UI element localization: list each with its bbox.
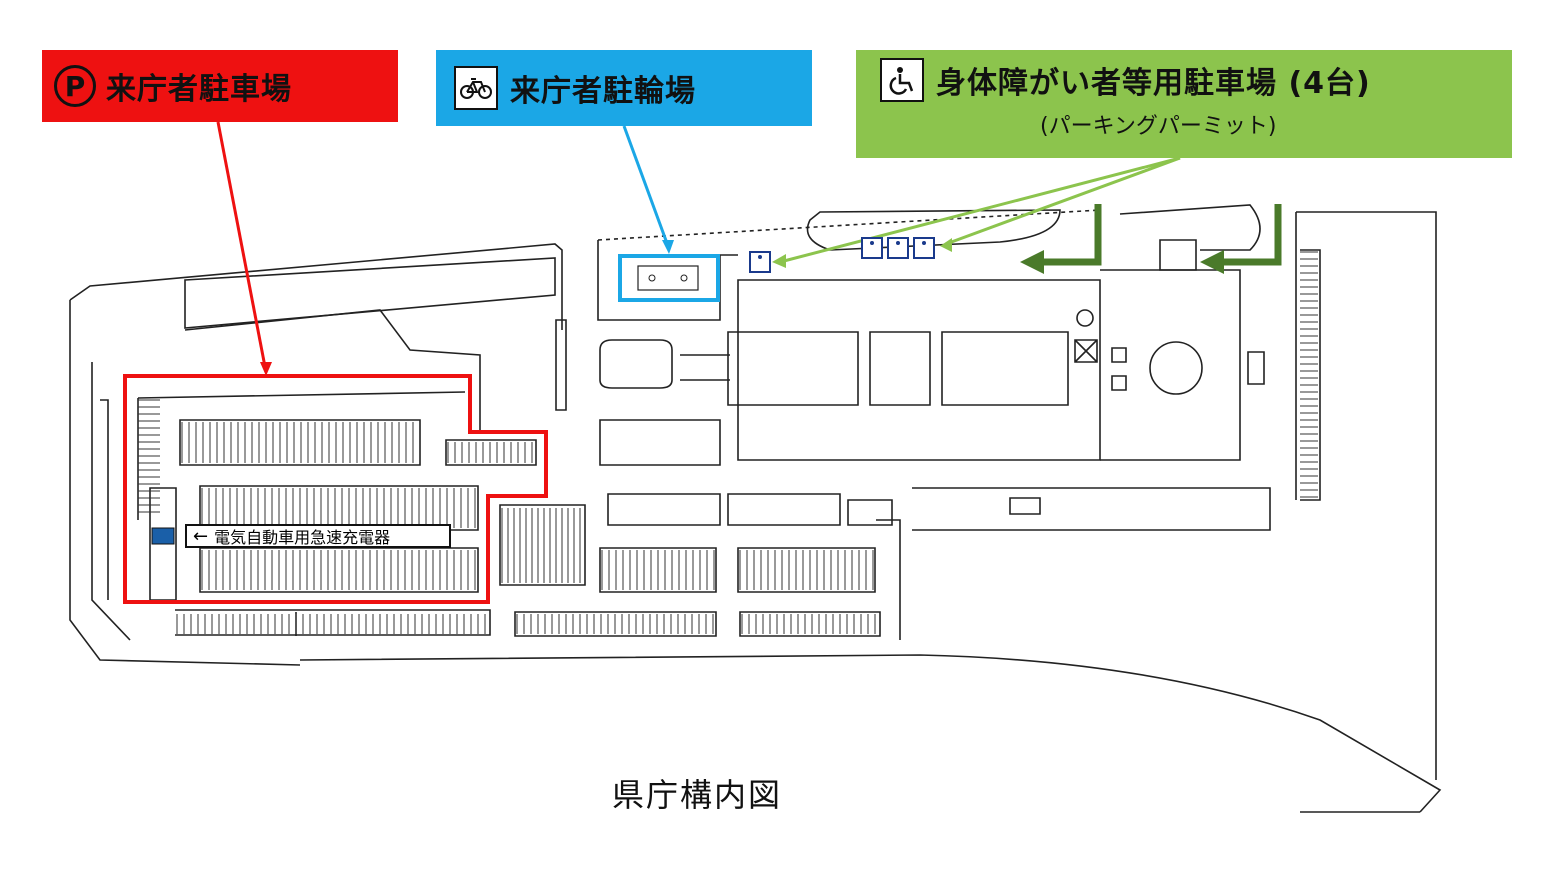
arrow-left-icon bbox=[1220, 204, 1282, 266]
visitor-parking-label: 来庁者駐車場 bbox=[106, 72, 292, 107]
map-title: 県庁構内図 bbox=[612, 776, 783, 814]
wheelchair-icon bbox=[880, 58, 924, 102]
arrow-left-icon: ← bbox=[193, 525, 209, 547]
accessible-parking-markers bbox=[749, 237, 935, 273]
arrow-left-icon bbox=[1040, 204, 1102, 266]
bicycle-parking-area bbox=[618, 254, 720, 302]
accessible-parking-sublabel: (パーキングパーミット) bbox=[1040, 114, 1277, 139]
bicycle-icon bbox=[454, 66, 498, 110]
bicycle-parking-pointer bbox=[622, 125, 670, 247]
arrowhead-blue bbox=[662, 240, 674, 254]
accessible-parking-legend: 身体障がい者等用駐車場 (4台) (パーキングパーミット) bbox=[856, 50, 1512, 158]
ev-charger-marker bbox=[151, 527, 175, 545]
ev-charger-text: 電気自動車用急速充電器 bbox=[214, 528, 391, 547]
parking-stalls bbox=[138, 251, 1318, 634]
bicycle-parking-label: 来庁者駐輪場 bbox=[510, 74, 696, 109]
visitor-parking-pointer bbox=[216, 121, 268, 373]
arrowhead-red bbox=[260, 362, 272, 376]
accessible-parking-label: 身体障がい者等用駐車場 (4台) bbox=[936, 66, 1371, 101]
ev-charger-label: ← 電気自動車用急速充電器 bbox=[185, 524, 451, 548]
parking-icon: P bbox=[54, 65, 96, 107]
visitor-parking-area bbox=[123, 374, 548, 604]
bicycle-parking-legend: 来庁者駐輪場 bbox=[436, 50, 812, 126]
visitor-parking-legend: P 来庁者駐車場 bbox=[42, 50, 398, 122]
